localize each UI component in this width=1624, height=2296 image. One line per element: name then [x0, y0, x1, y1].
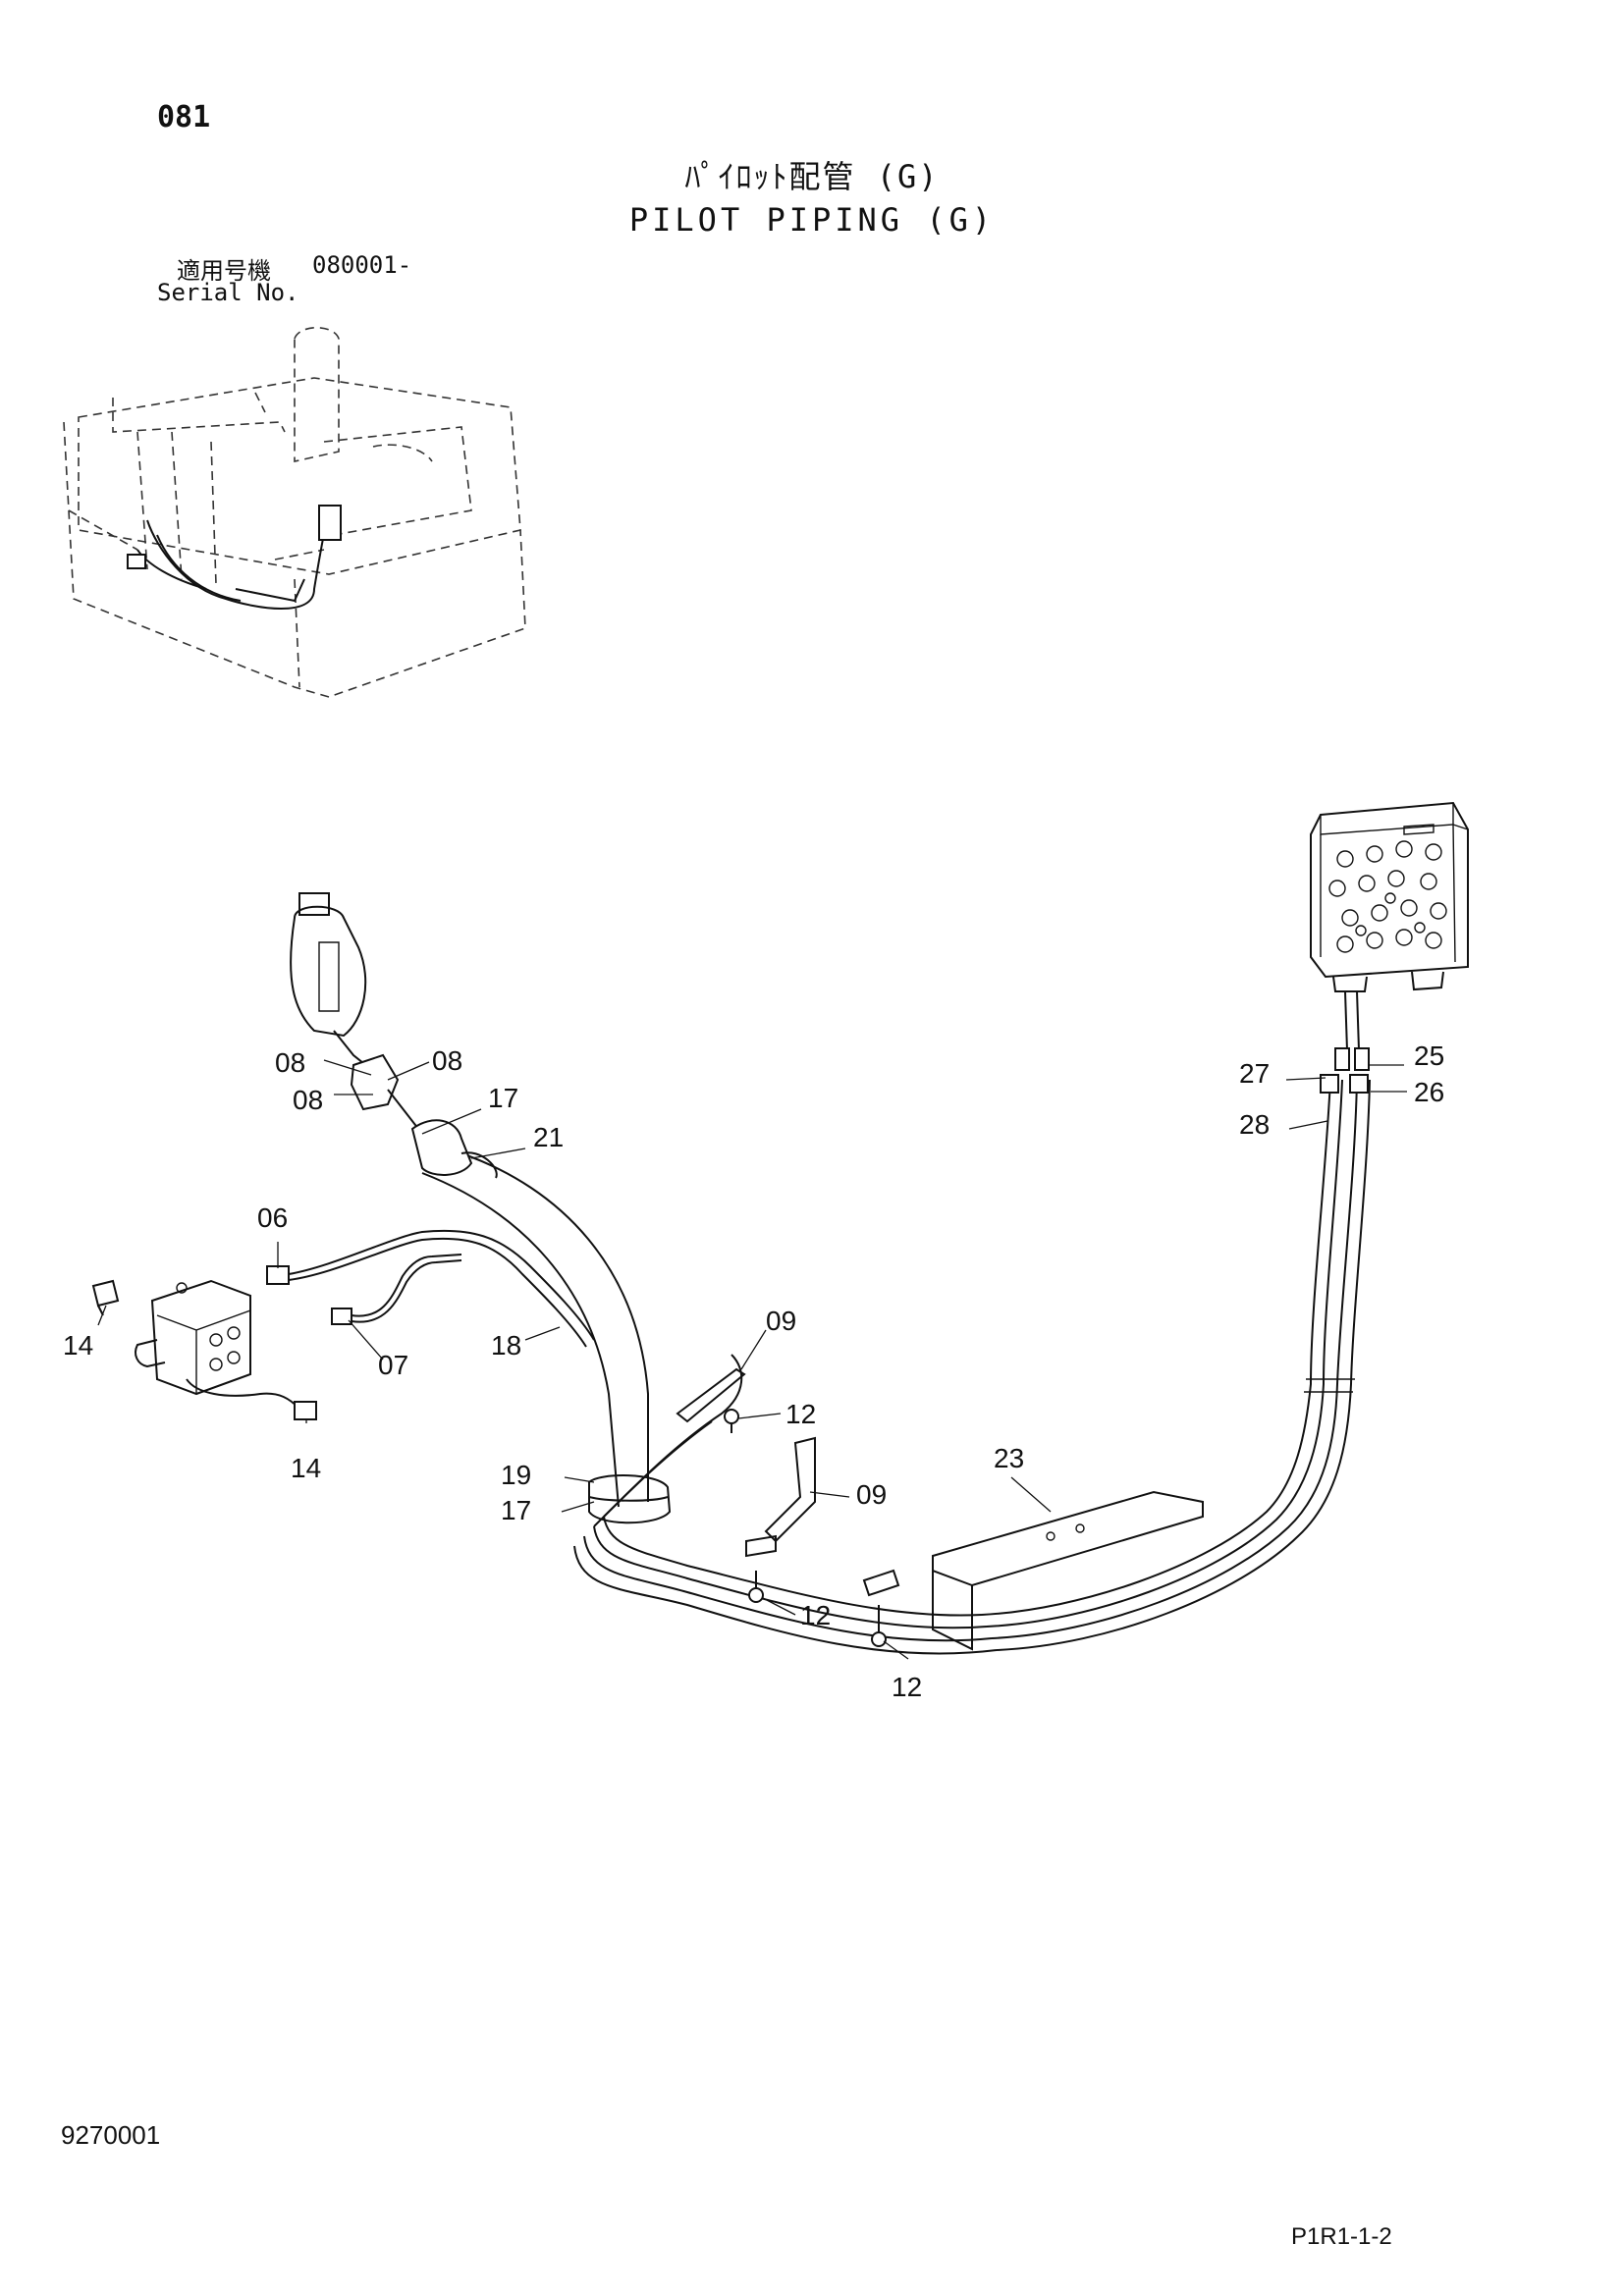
hose-06-07	[266, 1229, 595, 1348]
clamps-and-bolts	[676, 1367, 900, 1647]
callout-09-upper: 09	[766, 1306, 796, 1336]
callout-07: 07	[378, 1350, 408, 1380]
callout-17-bottom: 17	[501, 1495, 531, 1525]
callout-18: 18	[491, 1330, 521, 1361]
callout-12-lower: 12	[892, 1672, 922, 1702]
callout-leaders	[97, 1059, 1407, 1660]
callout-25: 25	[1414, 1041, 1444, 1071]
hose-bundle-right	[981, 990, 1371, 1651]
callout-12-upper: 12	[785, 1399, 816, 1429]
protector-hose	[421, 1152, 672, 1524]
bracket-plate	[932, 1490, 1204, 1651]
serial-label-japanese: 適用号機	[177, 257, 271, 285]
callout-09-lower: 09	[856, 1479, 887, 1510]
hose-bundle-bottom	[573, 1354, 998, 1655]
remote-control-valve	[290, 892, 498, 1179]
callout-06: 06	[257, 1202, 288, 1233]
overview-machine-sketch	[63, 327, 526, 698]
document-number: 9270001	[61, 2120, 161, 2150]
title-japanese: ﾊﾟｲﾛｯﾄ配管 (G)	[684, 158, 940, 195]
callout-27: 27	[1239, 1058, 1270, 1089]
pilot-valve	[1310, 801, 1469, 992]
callout-08-left: 08	[275, 1047, 305, 1078]
callout-21: 21	[533, 1122, 564, 1152]
callout-23: 23	[994, 1443, 1024, 1473]
callout-12-middle: 12	[800, 1600, 831, 1630]
callout-08-bottom: 08	[293, 1085, 323, 1115]
callout-26: 26	[1414, 1077, 1444, 1107]
callout-08-right: 08	[432, 1045, 462, 1076]
serial-label-english: Serial No.	[157, 279, 299, 306]
serial-number-value: 080001-	[312, 251, 412, 279]
callout-19: 19	[501, 1460, 531, 1490]
callout-17-top: 17	[488, 1083, 518, 1113]
solenoid-valve-block	[91, 1279, 317, 1420]
page-number: 081	[157, 100, 211, 134]
title-english: PILOT PIPING (G)	[628, 201, 996, 239]
callout-14-bottom: 14	[291, 1453, 321, 1483]
callout-numbers: 08 08 08 17 21 06 14 07 14 18 09 12 19 1…	[63, 1041, 1444, 1702]
callout-28: 28	[1239, 1109, 1270, 1140]
callout-14-left: 14	[63, 1330, 93, 1361]
sheet-code: P1R1-1-2	[1291, 2223, 1392, 2250]
